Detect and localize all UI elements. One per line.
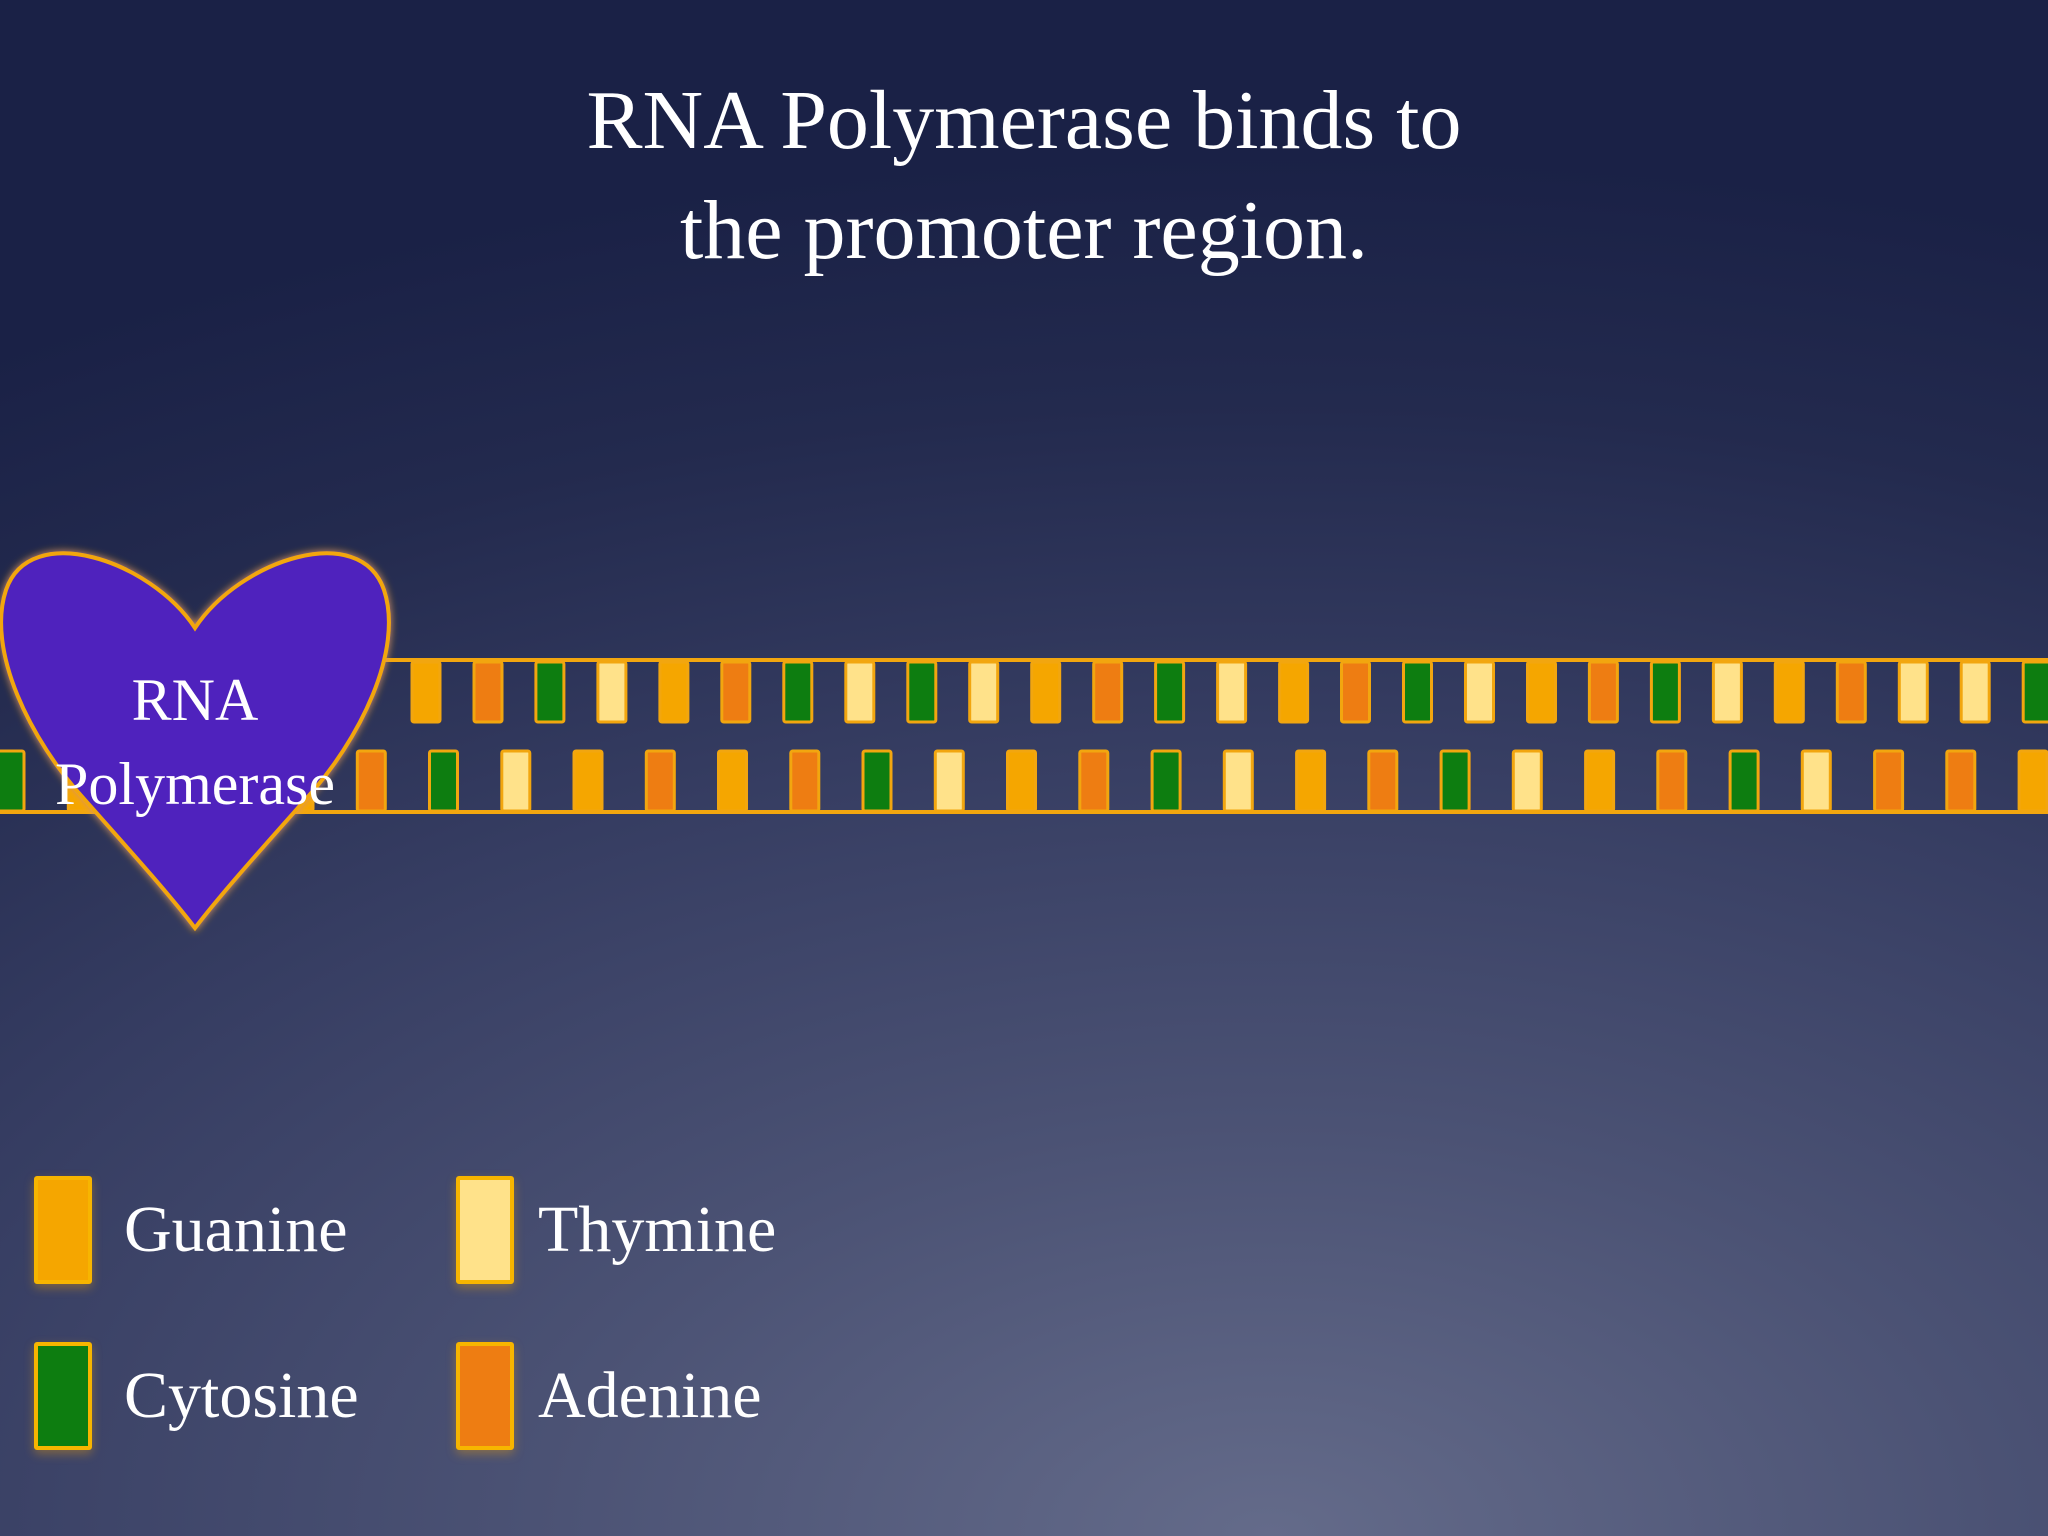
top-strand-base-thymine [1216,660,1248,724]
dna-top-strand [360,658,2048,724]
top-strand-base-cytosine [2021,660,2048,724]
legend-label-thymine: Thymine [538,1193,777,1266]
rna-polymerase-heart [0,551,391,932]
top-strand-base-cytosine [1402,660,1433,724]
bottom-strand-base-cytosine [428,749,459,813]
top-strand-base-thymine [1711,660,1743,724]
legend-swatch-guanine [34,1176,92,1284]
bottom-strand-base-adenine [1078,749,1110,813]
top-strand-base-thymine [1464,660,1495,724]
top-strand-base-adenine [1340,660,1371,724]
legend-adenine: Adenine [456,1342,762,1450]
bottom-strand-base-guanine [717,749,748,813]
bottom-strand-base-cytosine [1728,749,1760,813]
top-strand-base-cytosine [782,660,814,724]
top-strand-base-adenine [720,660,752,724]
bottom-strand-base-cytosine [1150,749,1182,813]
bottom-strand-base-thymine [500,749,532,813]
top-strand-base-cytosine [1649,660,1681,724]
bottom-strand-base-adenine [789,749,821,813]
bottom-strand-base-cytosine [1439,749,1471,813]
bottom-strand-base-adenine [355,749,387,813]
bottom-strand-base-guanine [2017,749,2048,813]
top-strand-base-thymine [1897,660,1929,724]
bottom-strand-base-adenine [644,749,676,813]
legend-label-guanine: Guanine [124,1193,348,1266]
legend-label-cytosine: Cytosine [124,1359,359,1432]
top-strand-base-thymine [844,660,876,724]
bottom-strand-base-thymine [1511,749,1543,813]
bottom-strand-base-cytosine [0,749,26,813]
slide-title: RNA Polymerase binds to the promoter reg… [324,66,1724,286]
legend-thymine: Thymine [456,1176,776,1284]
bottom-strand-base-adenine [1656,749,1688,813]
rna-polymerase-label-line-1: RNA [131,667,259,733]
bottom-strand-base-adenine [1945,749,1977,813]
top-strand-base-adenine [1092,660,1124,724]
legend-swatch-cytosine [34,1342,92,1450]
title-line-2: the promoter region. [679,184,1369,277]
bottom-strand-base-cytosine [861,749,893,813]
bottom-strand-base-guanine [1295,749,1327,813]
legend-cytosine: Cytosine [34,1342,359,1450]
top-strand-base-adenine [1835,660,1867,724]
bottom-strand-base-guanine [572,749,604,813]
bottom-strand-base-guanine [1584,749,1616,813]
top-strand-base-guanine [1030,660,1062,724]
top-strand-base-thymine [968,660,1000,724]
bottom-strand-base-guanine [1006,749,1037,813]
top-strand-base-guanine [1773,660,1805,724]
title-line-1: RNA Polymerase binds to [586,74,1462,167]
bottom-strand-base-thymine [933,749,965,813]
legend-guanine: Guanine [34,1176,348,1284]
top-strand-base-cytosine [906,660,938,724]
bottom-strand-base-thymine [1800,749,1832,813]
legend-swatch-adenine [456,1342,514,1450]
top-strand-base-cytosine [1154,660,1186,724]
bottom-strand-base-adenine [1873,749,1905,813]
legend-label-adenine: Adenine [538,1359,762,1432]
top-strand-base-guanine [658,660,690,724]
legend-swatch-thymine [456,1176,514,1284]
top-strand-base-cytosine [534,660,566,724]
top-strand-base-guanine [1278,660,1310,724]
top-strand-base-guanine [1526,660,1557,724]
top-strand-base-adenine [472,660,504,724]
top-strand-base-thymine [1959,660,1991,724]
bottom-strand-base-adenine [1367,749,1399,813]
rna-polymerase-label-line-2: Polymerase [55,751,335,817]
bottom-strand-base-thymine [1222,749,1254,813]
top-strand-base-guanine [410,660,442,724]
top-strand-base-thymine [596,660,628,724]
rna-polymerase-label: RNA Polymerase [0,658,390,826]
top-strand-base-adenine [1587,660,1619,724]
